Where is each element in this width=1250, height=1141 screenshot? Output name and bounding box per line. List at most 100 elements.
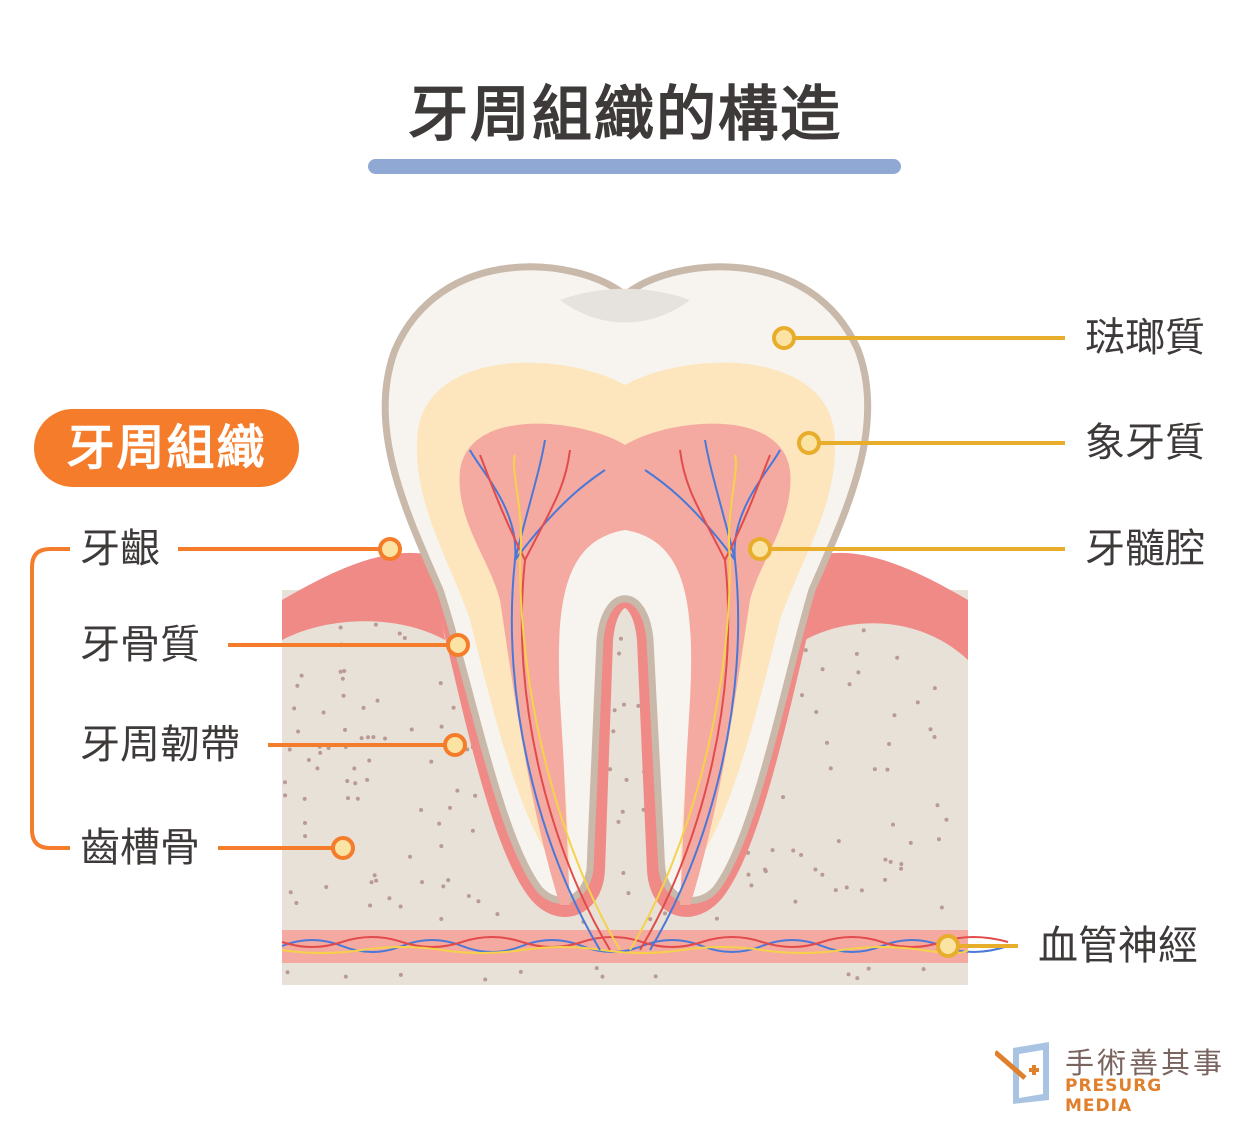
label-cementum: 牙骨質 <box>80 622 200 668</box>
bone-dot <box>437 821 442 826</box>
bone-dot <box>359 736 364 741</box>
periodontal-tissue-badge: 牙周組織 <box>34 409 299 487</box>
bone-dot <box>888 859 893 864</box>
bone-dot <box>847 682 852 687</box>
bone-dot <box>895 655 900 660</box>
bone-dot <box>294 901 299 906</box>
bone-dot <box>402 636 407 641</box>
bone-dot <box>861 628 866 633</box>
label-periodontal-ligament: 牙周韌帶 <box>80 722 240 768</box>
gum <box>282 552 445 640</box>
bone-dot <box>612 708 617 713</box>
bone-dot <box>303 834 308 839</box>
bone-dot <box>908 840 913 845</box>
bone-dot <box>932 686 937 691</box>
bone-dot <box>352 766 357 771</box>
bone-dot <box>383 736 388 741</box>
bone-dot <box>409 727 414 732</box>
bone-dot <box>781 795 786 800</box>
bone-dot <box>315 766 320 771</box>
bone-dot <box>455 788 460 793</box>
bone-dot <box>600 974 605 979</box>
page-title: 牙周組織的構造 <box>408 80 842 150</box>
bone-dot <box>770 848 775 853</box>
bone-dot <box>611 729 616 734</box>
bone-dot <box>419 880 424 885</box>
logo-book-icon <box>995 1042 1049 1104</box>
bone-dot <box>441 884 446 889</box>
bone-dot <box>306 758 311 763</box>
bone-dot <box>621 871 626 876</box>
bone-dot <box>345 779 350 784</box>
bone-dot <box>921 967 926 972</box>
bone-dot <box>345 796 350 801</box>
bone-dot <box>295 683 300 688</box>
bone-dot <box>899 862 904 867</box>
bone-dot <box>365 777 370 782</box>
bone-dot <box>408 854 413 859</box>
bone-dot <box>439 724 444 729</box>
bone-dot <box>618 636 623 641</box>
bone-dot <box>373 622 378 627</box>
bone-dot <box>326 746 331 751</box>
bone-dot <box>854 651 859 656</box>
bone-dot <box>342 668 347 673</box>
bone-dot <box>944 817 949 822</box>
bone-dot <box>859 888 864 893</box>
bone-dot <box>398 904 403 909</box>
bone-dot <box>899 866 904 871</box>
bone-dot <box>438 681 443 686</box>
bone-dot <box>429 759 434 764</box>
bone-dot <box>302 796 307 801</box>
bone-dot <box>338 669 343 674</box>
bone-dot <box>828 766 833 771</box>
label-pulp-cavity: 牙髓腔 <box>1085 526 1205 572</box>
bone-dot <box>365 735 370 740</box>
bone-dot <box>341 693 346 698</box>
label-enamel: 琺瑯質 <box>1085 315 1205 361</box>
bone-dot <box>419 807 424 812</box>
bone-dot <box>439 844 444 849</box>
bone-dot <box>932 734 937 739</box>
bone-dot <box>883 877 888 882</box>
bone-dot <box>885 767 890 772</box>
bone-dot <box>473 793 478 798</box>
bone-dot <box>799 853 804 858</box>
bone-dot <box>820 667 825 672</box>
vessel-band <box>282 930 968 963</box>
bone-dot <box>343 974 348 979</box>
bone-dot <box>846 972 851 977</box>
bone-dot <box>928 727 933 732</box>
bone-dot <box>887 742 892 747</box>
bone-dot <box>746 872 751 877</box>
logo-text-cn: 手術善其事 <box>1065 1046 1226 1080</box>
bone-dot <box>866 966 871 971</box>
bone-dot <box>318 750 323 755</box>
bone-dot <box>448 805 453 810</box>
gum-right <box>805 552 968 660</box>
bone-dot <box>824 740 829 745</box>
bone-dot <box>617 651 622 656</box>
bone-dot <box>285 970 290 975</box>
bone-dot <box>791 848 796 853</box>
bone-dot <box>374 878 379 883</box>
label-gingiva: 牙齦 <box>80 526 160 572</box>
bone-dot <box>470 828 475 833</box>
bone-dot <box>372 873 377 878</box>
bone-dot <box>283 793 288 798</box>
bone-dot <box>368 903 373 908</box>
bone-dot <box>283 780 288 785</box>
bone-dot <box>892 713 897 718</box>
bone-dot <box>292 706 297 711</box>
bone-dot <box>387 896 392 901</box>
bone-dot <box>371 735 376 740</box>
bone-dot <box>636 703 641 708</box>
bone-dot <box>355 796 360 801</box>
bone-dot <box>361 705 366 710</box>
bone-dot <box>714 916 719 921</box>
bone-dot <box>749 883 754 888</box>
bone-dot <box>343 727 348 732</box>
bone-dot <box>626 891 631 896</box>
bone-dot <box>648 917 653 922</box>
